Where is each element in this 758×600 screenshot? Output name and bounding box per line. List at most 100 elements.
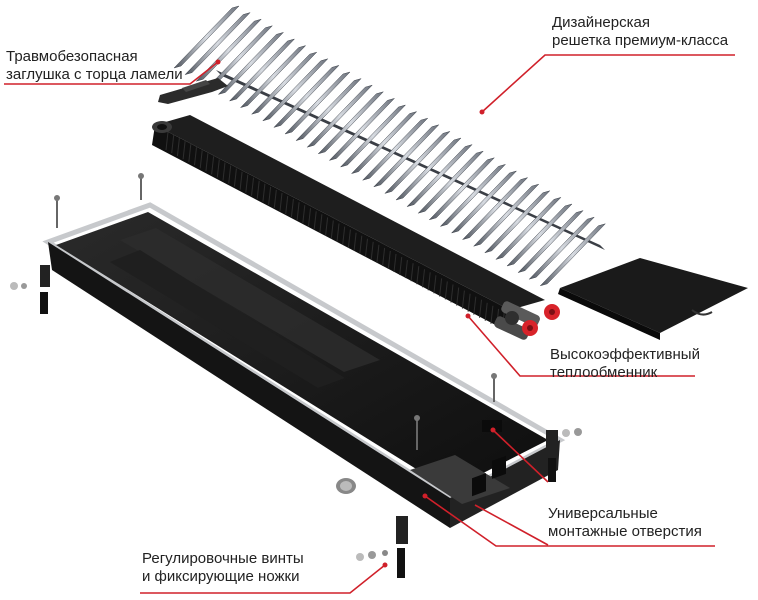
heat-exchanger-fin [393, 253, 397, 273]
grille-slat [517, 210, 584, 274]
callout-end-cap-line2: заглушка с торца ламели [6, 66, 183, 83]
heat-exchanger-fin [273, 189, 277, 209]
grille-slat [328, 97, 396, 161]
grille-slat [317, 91, 385, 155]
callout-heat-exchanger-line2: теплообменник [550, 364, 658, 381]
grille-slat [228, 38, 296, 102]
heat-exchanger-fin [461, 290, 465, 309]
grille-slat [406, 144, 473, 208]
callout-mount-holes: Универсальные монтажные отверстия [548, 505, 702, 541]
heat-exchanger-fin [279, 192, 283, 212]
heat-exchanger-fin [399, 256, 403, 276]
heat-exchanger-fin [211, 156, 215, 175]
leader-leveling-screws [140, 564, 386, 594]
grille-slat [350, 111, 418, 175]
grille-slat [395, 137, 462, 201]
heat-exchanger-fin [347, 229, 351, 248]
grille-slat [284, 71, 351, 135]
callout-end-cap-line1: Травмобезопасная [6, 48, 138, 65]
grille-slat [261, 58, 329, 122]
callout-leveling-screws-line1: Регулировочные винты [142, 550, 304, 567]
end-cover-plate [558, 258, 748, 340]
leader-mount-holes-3 [474, 504, 549, 546]
heat-exchanger-fin [387, 250, 391, 270]
heat-exchanger-fin [467, 293, 471, 312]
grille-slat [361, 117, 429, 181]
callout-mount-holes-line2: монтажные отверстия [548, 523, 702, 540]
heat-exchanger-fin [416, 266, 420, 285]
heat-exchanger [152, 115, 560, 340]
grille-slat [339, 104, 407, 168]
grille-slat [417, 150, 485, 214]
heat-exchanger-fin [404, 260, 408, 279]
callout-heat-exchanger-line1: Высокоэффективный [550, 346, 700, 363]
heat-exchanger-fin [427, 272, 431, 291]
heat-exchanger-fin [410, 263, 414, 282]
heat-exchanger-fin [370, 241, 374, 260]
heat-exchanger-fin [216, 159, 220, 178]
grille-slat [384, 130, 451, 194]
leader-lines [4, 54, 735, 594]
callout-mount-holes-line1: Универсальные [548, 505, 658, 522]
heat-exchanger-fin [188, 144, 192, 163]
heat-exchanger-fin [473, 296, 477, 315]
leader-grille [481, 54, 735, 113]
heat-exchanger-fin [262, 183, 266, 202]
heat-exchanger-fin [479, 299, 482, 318]
grille-shadow-side [216, 70, 605, 250]
heat-exchanger-fin [456, 287, 460, 306]
heat-exchanger-fin [336, 223, 340, 242]
grille-slat [495, 196, 562, 260]
leader-mount-holes-1 [492, 429, 549, 483]
grille-slat [217, 31, 285, 95]
heat-exchanger-fin [444, 281, 448, 300]
hardware-screws [10, 173, 582, 578]
heat-exchanger-fin [319, 214, 323, 233]
grille-slat [450, 170, 518, 234]
heat-exchanger-fin [330, 220, 334, 239]
heat-exchanger-fin [290, 199, 294, 218]
callout-leveling-screws-line2: и фиксирующие ножки [142, 568, 300, 585]
design-grille [173, 5, 607, 287]
heat-exchanger-fin [433, 275, 437, 294]
heat-exchanger-fin [205, 153, 209, 172]
heat-exchanger-fin [194, 147, 197, 166]
heat-exchanger-fin [176, 138, 180, 157]
heat-exchanger-fin [256, 180, 260, 199]
grille-slat [528, 216, 596, 280]
grille-slats [173, 5, 607, 287]
heat-exchanger-fin [285, 195, 289, 215]
leader-mount-holes-2 [424, 495, 715, 547]
heat-exchanger-fin [239, 171, 243, 190]
grille-slat [506, 203, 573, 267]
callout-grille-line2: решетка премиум-класса [552, 32, 729, 49]
heat-exchanger-fin [228, 165, 232, 184]
heat-exchanger-fin [342, 226, 346, 245]
heat-exchanger-fin [308, 208, 311, 227]
callout-end-cap: Травмобезопасная заглушка с торца ламели [6, 48, 183, 84]
callout-grille-line1: Дизайнерская [552, 14, 650, 31]
heat-exchanger-fin [268, 186, 272, 205]
grille-slat [439, 163, 507, 227]
heat-exchanger-fin [439, 278, 443, 297]
grille-slat [184, 12, 251, 76]
heat-exchanger-fin [376, 244, 380, 263]
grille-slat [461, 177, 529, 241]
leader-heat-exchanger [467, 315, 695, 377]
grille-slat [239, 45, 307, 109]
callout-leveling-screws: Регулировочные винты и фиксирующие ножки [142, 550, 304, 586]
heat-exchanger-fin [490, 305, 494, 324]
heat-exchanger-fin [450, 284, 454, 303]
grille-slat [372, 124, 440, 188]
grille-slat [295, 78, 362, 142]
grille-slat [306, 84, 374, 148]
heat-exchanger-fin [325, 217, 329, 236]
heat-exchanger-fin [199, 150, 203, 169]
heat-exchanger-fin [353, 232, 357, 251]
heat-exchanger-fin [171, 134, 175, 154]
heat-exchanger-fin [251, 177, 254, 196]
heat-exchanger-fin [233, 168, 237, 187]
heat-exchanger-fin [382, 247, 386, 266]
grille-slat [273, 64, 340, 128]
